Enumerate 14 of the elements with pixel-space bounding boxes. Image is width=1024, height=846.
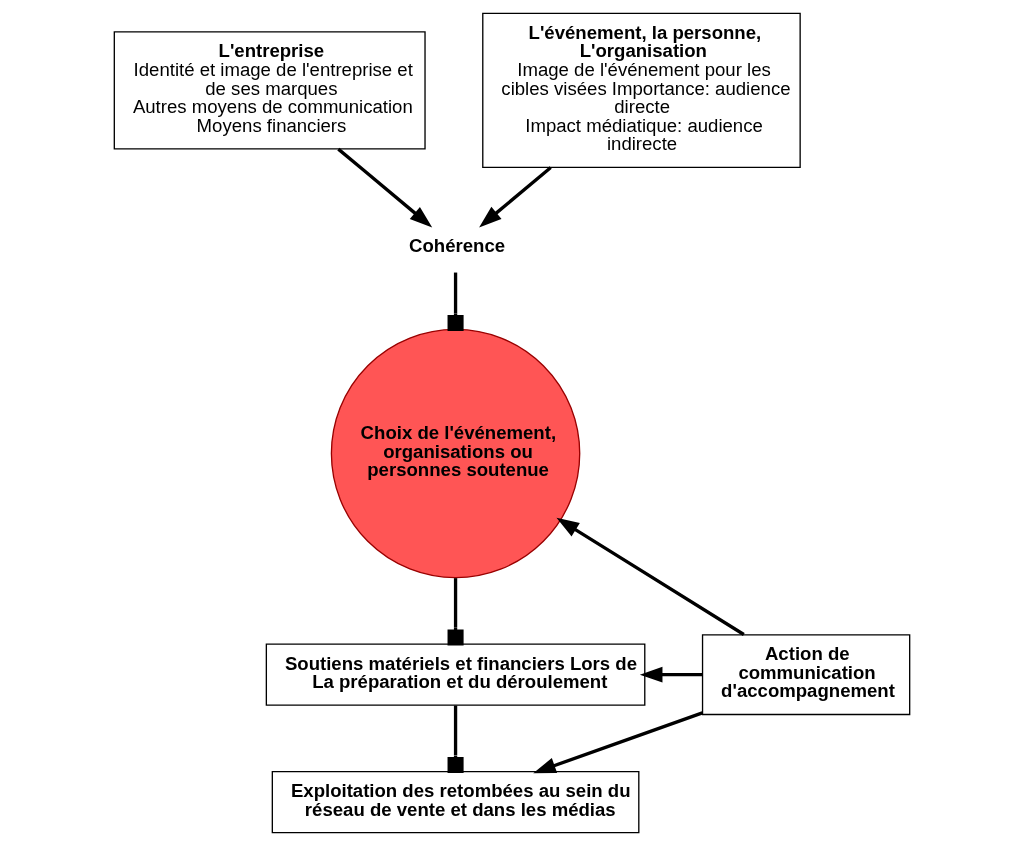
connector	[447, 705, 464, 774]
node-box: Exploitation des retombées au sein du réseau de vente et dans les médias	[271, 770, 640, 834]
arrow	[479, 166, 552, 228]
connector	[447, 272, 464, 332]
arrow	[533, 711, 703, 774]
node-box: Action de communication d'accompagnement	[701, 634, 911, 716]
arrow	[337, 147, 433, 228]
node-box: Soutiens matériels et financiers Lors de La préparation et du déroulement	[265, 643, 646, 706]
arrow	[556, 517, 745, 636]
node-text: Cohérence	[409, 234, 506, 256]
node-box: L'entreprise Identité et image de l'entreprise et de ses marques Autres moyens de communication Moyens financiers	[113, 31, 426, 150]
node-box: L'événement, la personne, L'organisation Image de l'événement pour les cibles visées Importance: audience directe Impact médiatique: audience indirecte	[482, 12, 801, 169]
arrow	[639, 666, 703, 683]
connector	[447, 578, 464, 646]
